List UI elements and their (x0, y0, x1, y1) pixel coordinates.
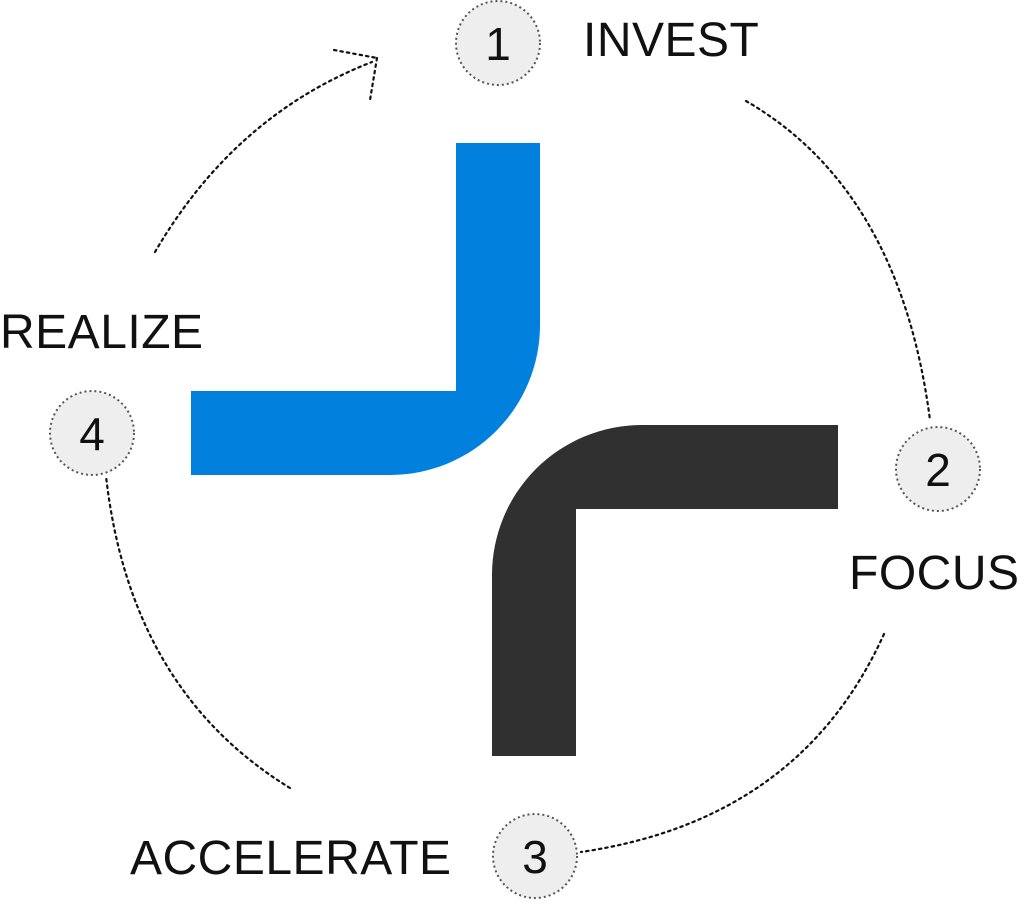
step-2: 2 FOCUS (849, 426, 1020, 600)
step-1-label: INVEST (583, 14, 759, 67)
step-1-number: 1 (485, 18, 511, 70)
step-4: 4 REALIZE (0, 306, 204, 476)
step-3-label: ACCELERATE (130, 832, 452, 885)
blue-corner-shape (191, 143, 540, 475)
dark-corner-shape (492, 425, 838, 756)
step-3-number: 3 (522, 831, 548, 883)
step-4-badge (49, 390, 135, 476)
step-3-badge (492, 813, 578, 899)
step-2-number: 2 (925, 444, 951, 496)
arrow-head-icon (332, 48, 379, 102)
arc-invest-to-focus (744, 99, 932, 422)
step-3: 3 ACCELERATE (130, 813, 578, 899)
step-4-number: 4 (79, 408, 105, 460)
arc-accelerate-to-realize (104, 474, 292, 790)
step-4-label: REALIZE (0, 306, 204, 359)
arc-realize-to-invest (153, 60, 374, 254)
step-2-label: FOCUS (849, 547, 1020, 600)
step-2-badge (895, 426, 981, 512)
arc-focus-to-accelerate (579, 632, 886, 854)
step-1-badge (455, 0, 541, 86)
step-1: 1 INVEST (455, 0, 759, 86)
